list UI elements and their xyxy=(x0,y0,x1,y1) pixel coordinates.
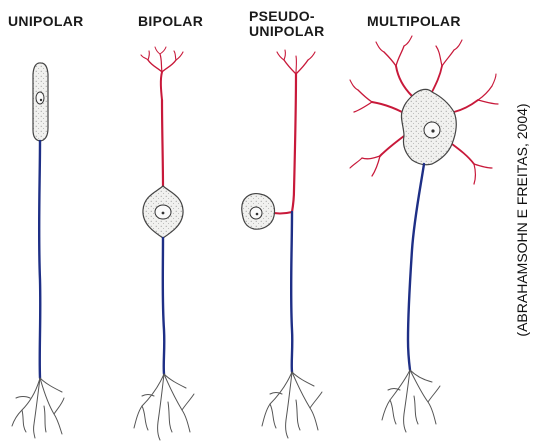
pseudo-dendrites xyxy=(277,50,315,74)
unipolar-axon xyxy=(39,141,40,378)
pseudo-terminal-branches xyxy=(262,372,322,438)
unipolar-terminal-branches xyxy=(12,378,64,438)
neuron-unipolar xyxy=(12,63,64,438)
multipolar-axon xyxy=(408,164,424,370)
bipolar-dendrites xyxy=(141,47,183,100)
neuron-pseudo-unipolar xyxy=(242,50,322,438)
neuron-bipolar xyxy=(134,47,194,440)
multipolar-terminal-branches xyxy=(382,370,440,432)
pseudo-nucleus xyxy=(250,207,262,219)
pseudo-peripheral-branch xyxy=(292,74,296,212)
neuron-multipolar xyxy=(350,36,498,432)
pseudo-central-branch xyxy=(291,212,292,372)
bipolar-axon xyxy=(163,238,165,374)
bipolar-dendrite-stem xyxy=(162,100,163,188)
bipolar-terminal-branches xyxy=(134,374,194,440)
unipolar-nucleus xyxy=(36,92,44,104)
